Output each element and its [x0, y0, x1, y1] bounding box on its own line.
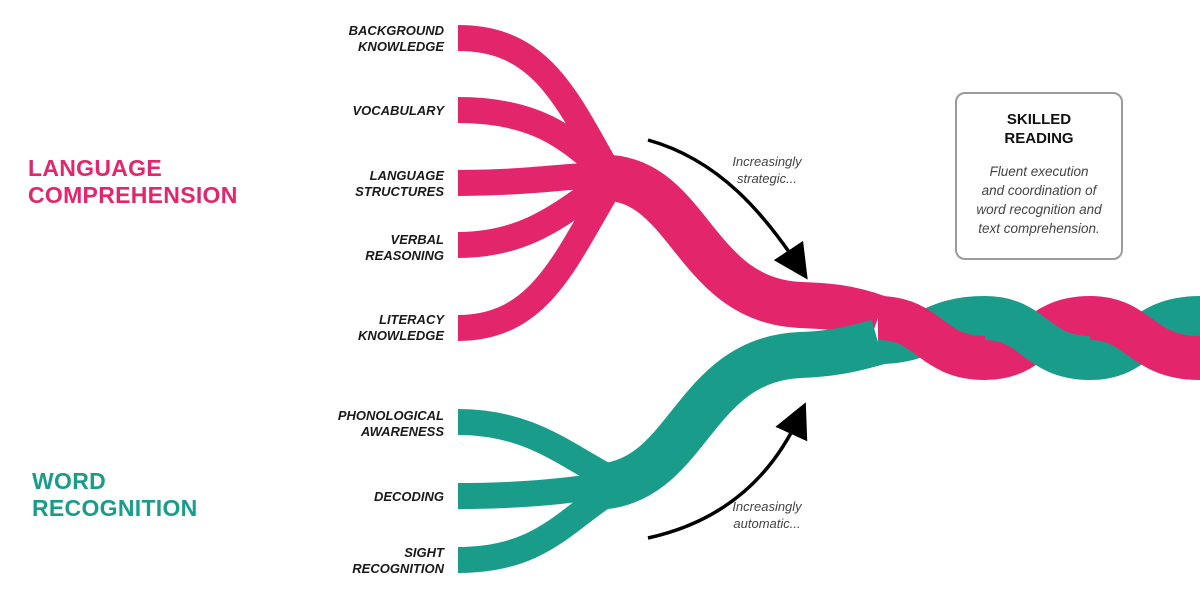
note-increasingly-automatic: Increasingly automatic... [732, 499, 802, 531]
word-strands [457, 319, 885, 573]
rope-lang-front-2 [1088, 296, 1200, 380]
label-phonological-awareness: PHONOLOGICAL AWARENESS [337, 408, 444, 439]
twisted-rope [876, 296, 1200, 380]
skilled-reading-description: Fluent execution and coordination of wor… [976, 164, 1102, 236]
label-language-structures: LANGUAGE STRUCTURES [355, 168, 444, 199]
label-background-knowledge: BACKGROUND KNOWLEDGE [348, 23, 444, 54]
word-trunk [593, 319, 885, 510]
label-vocabulary: VOCABULARY [352, 103, 445, 118]
arrow-automatic [647, 402, 808, 540]
language-trunk [593, 154, 886, 340]
strand-phonological-awareness [457, 409, 616, 490]
rope-lang-front-1 [876, 296, 987, 380]
strand-literacy-knowledge [457, 178, 622, 341]
strand-sight-recognition [457, 480, 618, 573]
note-increasingly-strategic: Increasingly strategic... [732, 154, 802, 186]
label-verbal-reasoning: VERBAL REASONING [365, 232, 444, 263]
skilled-reading-box: SKILLED READING Fluent execution and coo… [955, 92, 1123, 260]
rope-word-front [983, 296, 1092, 380]
language-strands [457, 25, 886, 341]
arrow-strategic [647, 138, 808, 280]
label-sight-recognition: SIGHT RECOGNITION [352, 545, 444, 576]
label-literacy-knowledge: LITERACY KNOWLEDGE [358, 312, 444, 343]
label-decoding: DECODING [373, 489, 444, 504]
skilled-reading-title: SKILLED READING [1004, 111, 1074, 147]
